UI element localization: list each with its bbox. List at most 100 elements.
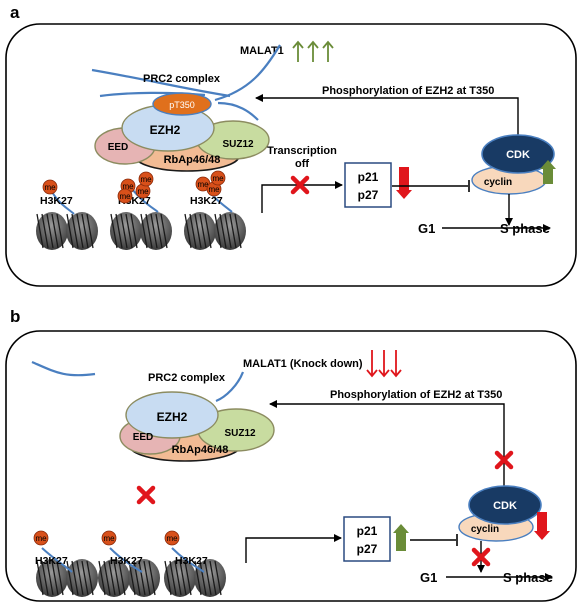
dna-wrap: [46, 213, 54, 249]
dna-wrap: [204, 560, 212, 596]
dna-wrap: [76, 560, 84, 596]
p21-p27-box-b: [343, 516, 391, 562]
malat1-label: MALAT1: [240, 45, 284, 57]
dna-wrap: [164, 560, 172, 596]
dna-wrap: [71, 560, 79, 596]
dna-wrap: [71, 213, 79, 249]
methyl-label: me: [103, 534, 115, 543]
methyl-label: me: [208, 185, 220, 194]
dna-wrap: [229, 213, 237, 249]
methyl-label: me: [212, 174, 224, 183]
ezh2-label-b: EZH2: [157, 410, 188, 424]
nucleosome: [164, 559, 196, 597]
p21-p27-up-arrow: [393, 524, 409, 551]
dna-wrap: [169, 560, 177, 596]
h3k27-label: H3K27: [40, 195, 73, 207]
arrow-head: [292, 40, 304, 49]
methyl-mark: [138, 171, 154, 187]
prc2-binding-blocked-cross: [136, 485, 156, 505]
cross-stroke: [494, 450, 514, 470]
malat1-rna-strand: [217, 101, 259, 121]
panel-b-frame: [5, 330, 577, 602]
malat1-down-arrows: [366, 350, 402, 378]
cdk-shape-b: [468, 485, 542, 525]
methyl-label: me: [44, 183, 56, 192]
dna-wrap: [214, 560, 222, 596]
prc2-complex-label-b: PRC2 complex: [148, 372, 226, 384]
dna-wrap: [36, 213, 44, 249]
panel-a-label: a: [10, 3, 20, 22]
malat1-knockdown-label: MALAT1 (Knock down): [243, 358, 363, 370]
p27-label-b: p27: [357, 542, 378, 556]
block-arrow: [396, 167, 412, 199]
histone-tail: [41, 547, 73, 573]
methyl-label: me: [119, 192, 131, 201]
dna-wrap: [189, 213, 197, 249]
cross-stroke: [136, 485, 156, 505]
dna-wrap: [36, 560, 44, 596]
p27-label: p27: [358, 188, 379, 202]
transcription-blocked-cross: [290, 175, 310, 195]
dna-wrap: [150, 213, 158, 249]
phosphorylation-arrow-b: [269, 400, 505, 505]
dna-wrap: [214, 213, 222, 249]
dna-wrap: [145, 213, 153, 249]
ezh2-label: EZH2: [150, 123, 181, 137]
phosphorylation-blocked-cross: [494, 450, 514, 470]
nucleosome: [214, 212, 246, 250]
dna-wrap: [98, 560, 106, 596]
dna-wrap: [110, 213, 118, 249]
nucleosome: [110, 212, 142, 250]
dna-wrap: [120, 213, 128, 249]
histone-tail: [109, 547, 143, 573]
p21-p27-down-arrow: [396, 167, 412, 199]
g1-label: G1: [418, 221, 435, 236]
phosphorylation-arrow: [255, 94, 519, 145]
dna-wrap: [179, 560, 187, 596]
arrow-head: [322, 40, 334, 49]
cross-stroke: [290, 175, 310, 195]
h3k27-label: H3K27: [110, 555, 143, 567]
cyclin-label: cyclin: [484, 177, 512, 188]
dna-wrap: [148, 560, 156, 596]
prc2-complex-label: PRC2 complex: [143, 73, 221, 85]
cdk-label-b: CDK: [493, 500, 517, 512]
dna-wrap: [125, 213, 133, 249]
h3k27-label: H3K27: [190, 195, 223, 207]
dna-wrap: [81, 213, 89, 249]
dna-wrap: [199, 560, 207, 596]
dna-wrap: [81, 560, 89, 596]
block-arrow: [393, 524, 409, 551]
dna-wrap: [143, 560, 151, 596]
dna-wrap: [234, 213, 242, 249]
block-arrow: [534, 512, 550, 540]
s-phase-label: S phase: [500, 221, 550, 236]
p21-label: p21: [358, 170, 379, 184]
nucleosome: [194, 559, 226, 597]
nucleosome: [36, 559, 68, 597]
methyl-label: me: [122, 182, 134, 191]
phosphorylation-label: Phosphorylation of EZH2 at T350: [322, 85, 494, 97]
arrow-head: [378, 369, 390, 378]
eed-label: EED: [108, 142, 129, 153]
transcription-off-label: off: [295, 158, 309, 170]
methyl-mark: [33, 530, 49, 546]
rbap46-48-label-b: RbAp46/48: [172, 444, 229, 456]
phosphorylation-label-b: Phosphorylation of EZH2 at T350: [330, 389, 502, 401]
methyl-mark: [164, 530, 180, 546]
dna-wrap: [174, 560, 182, 596]
cross-stroke: [471, 547, 491, 567]
nucleosome: [98, 559, 130, 597]
dna-wrap: [199, 213, 207, 249]
dna-wrap: [130, 213, 138, 249]
panel-a-frame: [5, 23, 577, 287]
nucleosome: [36, 212, 68, 250]
suz12-label-b: SUZ12: [224, 428, 256, 439]
pt350-phosphorylation-site: [152, 92, 212, 116]
malat1-up-arrows: [292, 40, 334, 62]
methyl-label: me: [197, 180, 209, 189]
cdk-shape: [481, 134, 555, 174]
nucleosome: [140, 212, 172, 250]
arrow-head: [366, 369, 378, 378]
